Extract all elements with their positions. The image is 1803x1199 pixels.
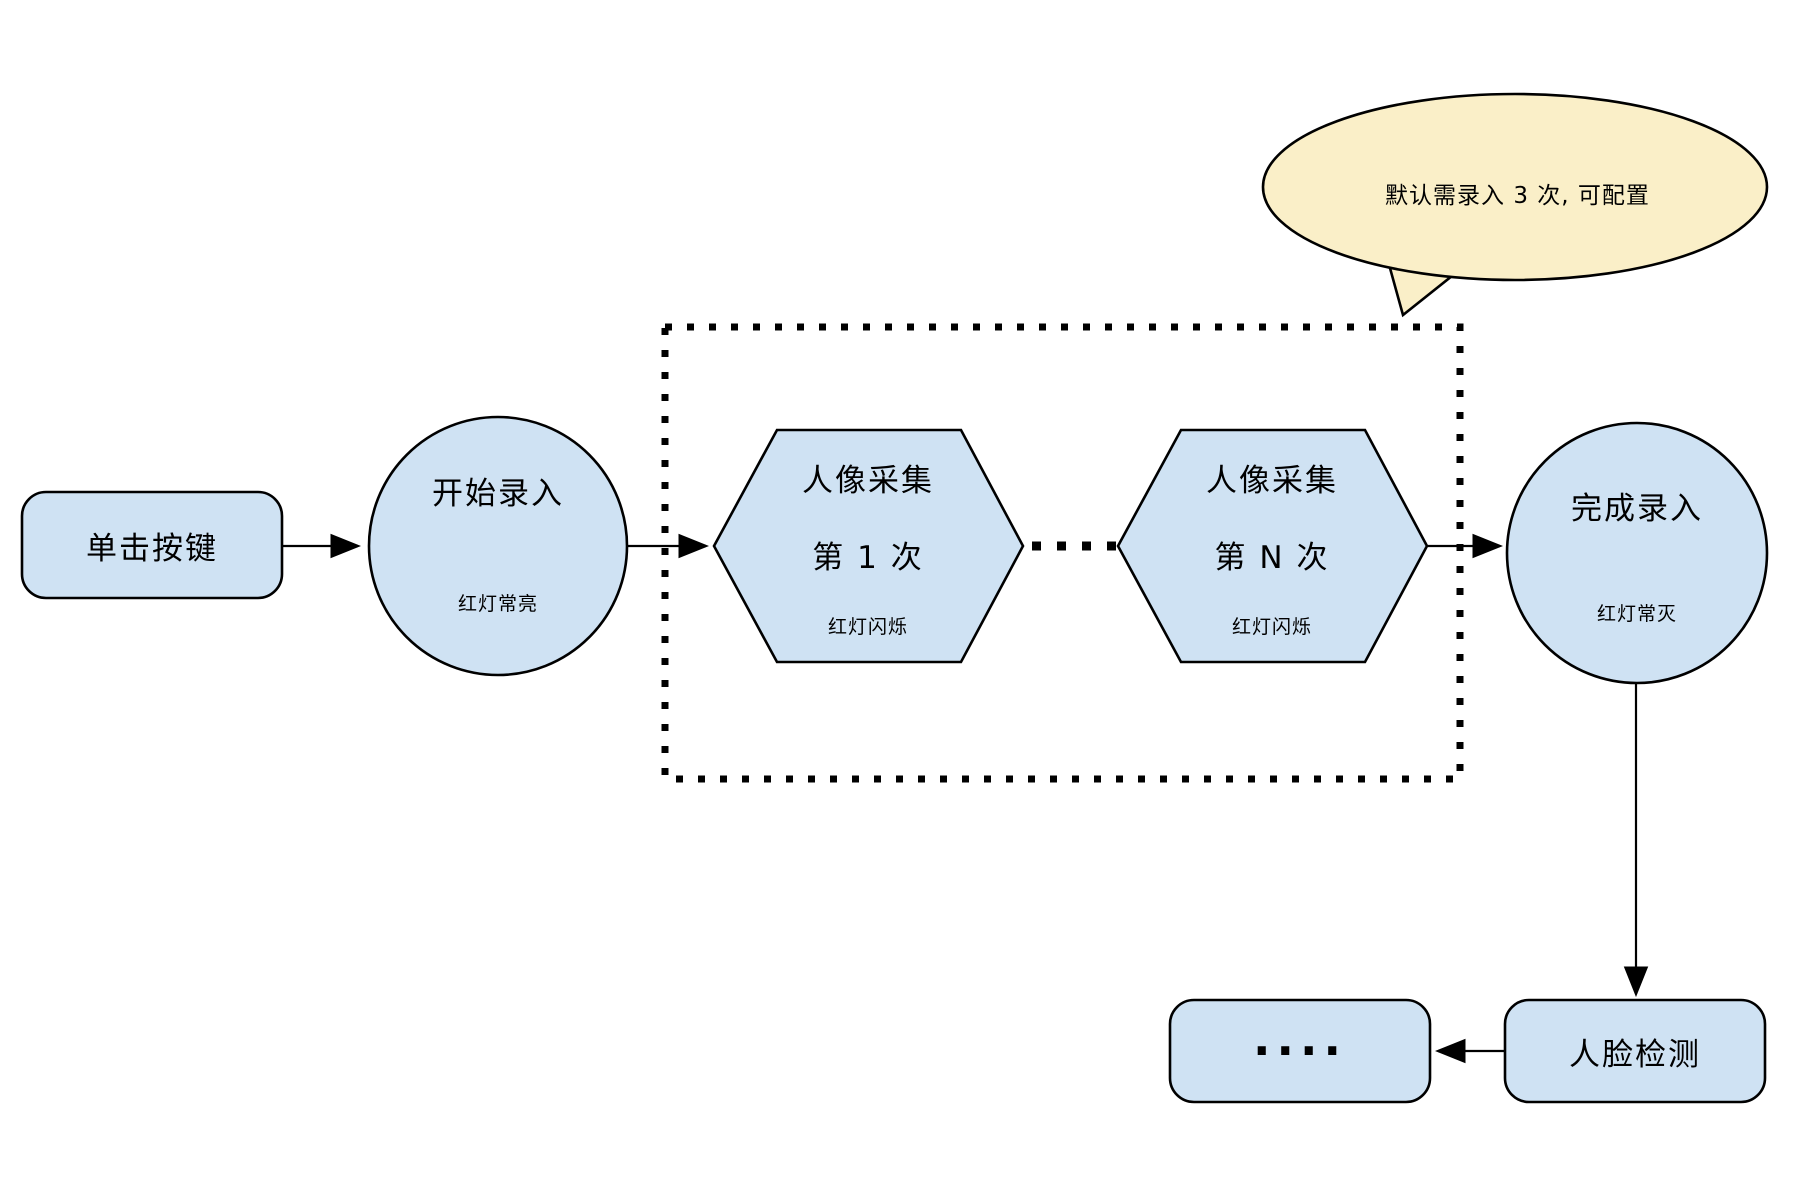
continuation-node-shape	[1168, 998, 1432, 1104]
continuation-label: ....	[1170, 1000, 1430, 1102]
capture-nth-status: 红灯闪烁	[1231, 615, 1312, 638]
continuation-dots-text: ....	[1253, 1012, 1347, 1066]
capture-first-line1: 人像采集	[802, 462, 934, 499]
capture-first-line2: 第 1 次	[812, 539, 924, 576]
capture-nth-line2: 第 N 次	[1214, 539, 1330, 576]
capture-nth-node-shape	[1116, 428, 1429, 664]
start-enroll-status: 红灯常亮	[457, 592, 538, 615]
capture-first-node-shape	[712, 428, 1025, 664]
click-button-label: 单击按键	[86, 530, 218, 567]
capture-first-status: 红灯闪烁	[827, 615, 908, 638]
click-button-node-shape	[20, 490, 284, 600]
start-enroll-node-shape	[367, 415, 629, 677]
capture-nth-line1: 人像采集	[1206, 462, 1338, 499]
finish-enroll-node-shape	[1505, 421, 1769, 685]
repeat-group-dotted-border	[661, 323, 1464, 783]
start-enroll-title: 开始录入	[432, 475, 564, 512]
face-detection-node-shape	[1503, 998, 1767, 1104]
finish-enroll-status: 红灯常灭	[1596, 602, 1677, 625]
callout-text: 默认需录入 3 次, 可配置	[1385, 183, 1650, 209]
face-detection-label: 人脸检测	[1569, 1036, 1701, 1073]
finish-enroll-title: 完成录入	[1571, 490, 1703, 527]
callout-bubble	[1261, 92, 1769, 282]
